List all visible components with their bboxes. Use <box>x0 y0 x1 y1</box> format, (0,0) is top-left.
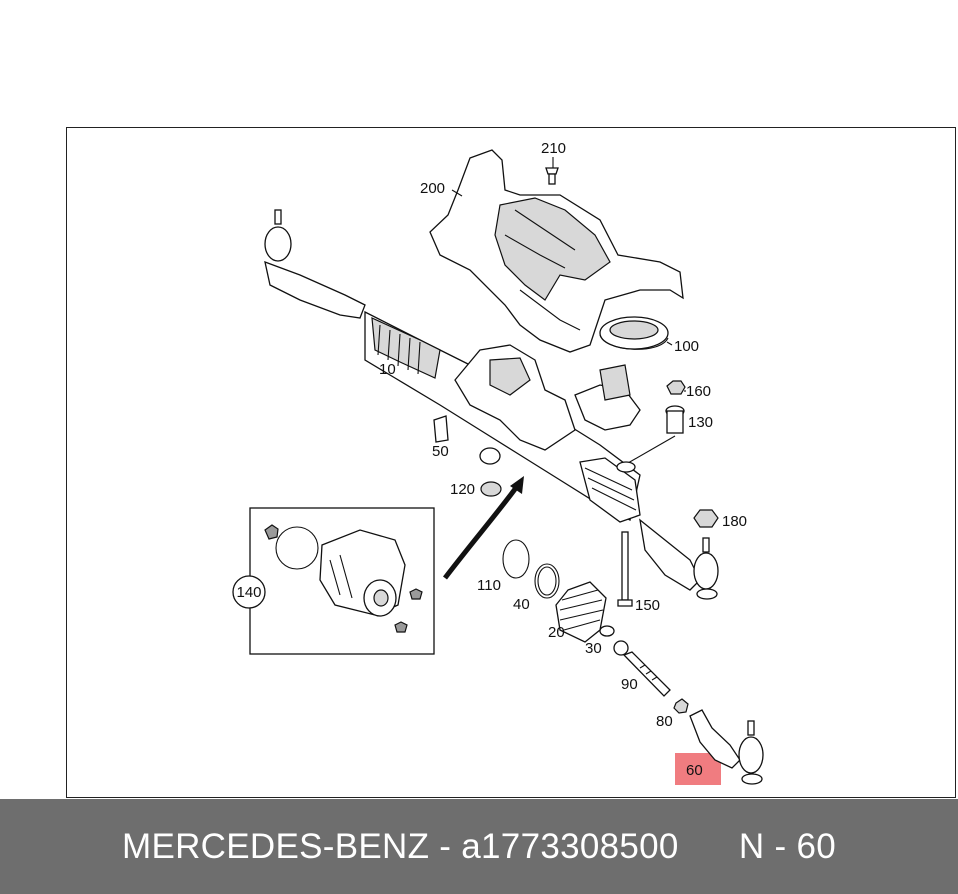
callout-80: 80 <box>656 713 673 730</box>
callout-140-circle: 140 <box>232 575 266 609</box>
callout-140: 140 <box>236 584 261 601</box>
callout-50: 50 <box>432 443 449 460</box>
part-20-bellows[interactable] <box>555 581 607 643</box>
callout-10: 10 <box>379 361 396 378</box>
part-160-nut[interactable] <box>666 380 686 395</box>
part-100-gasket[interactable] <box>599 316 669 350</box>
part-110-o-ring[interactable] <box>502 539 530 579</box>
callout-130: 130 <box>688 414 713 431</box>
part-40-ring[interactable] <box>534 563 560 599</box>
separator: - <box>429 826 462 866</box>
footer-caption: MERCEDES-BENZ - a1773308500 N - 60 <box>122 827 836 867</box>
callout-60: 60 <box>686 762 703 779</box>
part-210-bolt[interactable] <box>545 167 559 185</box>
part-130-bushing[interactable] <box>616 405 685 473</box>
part-150-bolt[interactable] <box>617 531 633 607</box>
callout-150: 150 <box>635 597 660 614</box>
part-200-heat-shield[interactable] <box>429 149 684 353</box>
brand-name: MERCEDES-BENZ <box>122 826 430 866</box>
part-60-tie-rod-end[interactable] <box>689 709 764 785</box>
footer-bar: MERCEDES-BENZ - a1773308500 N - 60 <box>0 799 958 894</box>
callout-40: 40 <box>513 596 530 613</box>
position-number: 60 <box>796 826 836 866</box>
callout-20: 20 <box>548 624 565 641</box>
position-prefix: N - <box>738 826 797 866</box>
part-80-nut[interactable] <box>673 698 689 714</box>
callout-180: 180 <box>722 513 747 530</box>
callout-160: 160 <box>686 383 711 400</box>
callout-120: 120 <box>450 481 475 498</box>
callout-200: 200 <box>420 180 445 197</box>
part-10-steering-rack[interactable] <box>364 310 641 523</box>
part-120-mount[interactable] <box>479 447 502 497</box>
assembly-arrow <box>443 476 524 580</box>
part-number: a1773308500 <box>461 826 679 866</box>
part-180-nut[interactable] <box>693 509 719 528</box>
callout-210: 210 <box>541 140 566 157</box>
callout-30: 30 <box>585 640 602 657</box>
part-50-bushing[interactable] <box>433 415 449 443</box>
callout-100: 100 <box>674 338 699 355</box>
inset-box-140 <box>249 507 435 655</box>
callout-90: 90 <box>621 676 638 693</box>
right-tie-rod-end-upper <box>639 518 719 600</box>
part-90-tie-rod[interactable] <box>613 640 671 697</box>
callout-110: 110 <box>477 577 501 594</box>
spacer <box>679 827 739 866</box>
left-tie-rod-end <box>264 209 366 319</box>
part-30-clamp[interactable] <box>599 625 615 637</box>
